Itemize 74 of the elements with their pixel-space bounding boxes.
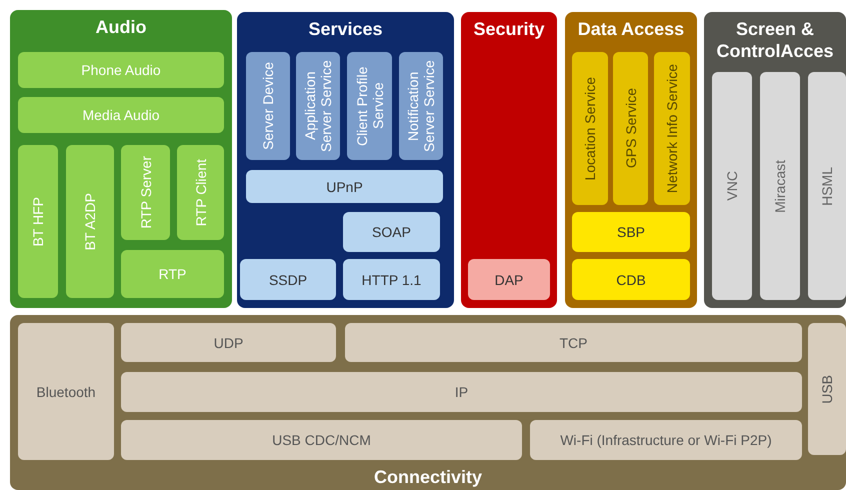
layer-panel: [10, 10, 232, 308]
protocol-block: [66, 145, 114, 298]
protocol-block: [760, 72, 800, 300]
protocol-block: [399, 52, 443, 160]
layer-panel: [461, 12, 557, 308]
block-label: Miracast: [772, 160, 788, 212]
protocol-block: [613, 52, 648, 205]
protocol-block: [343, 212, 440, 252]
protocol-block: [18, 323, 114, 460]
layer-heading: Data Access: [578, 18, 684, 40]
protocol-block: [347, 52, 392, 160]
protocol-block: [240, 259, 336, 300]
block-label: RTP Server: [138, 156, 154, 229]
protocol-block: [246, 170, 443, 203]
protocol-block: [121, 420, 522, 460]
layer-panel: [565, 12, 697, 308]
block-label: BT A2DP: [82, 192, 98, 250]
layer-heading: Security: [473, 18, 545, 40]
protocol-block: [654, 52, 690, 205]
protocol-block: [296, 52, 340, 160]
protocol-block: [121, 323, 336, 362]
layer-heading: Audio: [96, 16, 146, 38]
block-label: Notification Server Service: [405, 59, 437, 154]
block-label: Client Profile Service: [354, 65, 386, 148]
protocol-block: [345, 323, 802, 362]
protocol-block: [572, 52, 608, 205]
block-label: RTP: [158, 266, 186, 282]
block-label: Location Service: [582, 76, 598, 180]
block-label: CDB: [616, 272, 646, 288]
layer-heading: Services: [308, 18, 383, 40]
block-label: UPnP: [326, 178, 363, 194]
protocol-block: [808, 323, 846, 455]
block-label: Network Info Service: [664, 64, 680, 194]
layer-heading: Connectivity: [374, 466, 482, 488]
block-label: SOAP: [372, 224, 411, 240]
layer-panel: [704, 12, 846, 308]
protocol-block: [18, 52, 224, 88]
block-label: USB: [819, 374, 835, 404]
block-label: VNC: [724, 171, 740, 201]
protocol-block: [121, 250, 224, 298]
block-label: GPS Service: [622, 88, 638, 169]
block-label: Bluetooth: [36, 384, 96, 400]
block-label: HTTP 1.1: [362, 272, 422, 288]
block-label: Server Device: [260, 62, 276, 150]
block-label: UDP: [214, 334, 244, 350]
protocol-block: [343, 259, 440, 300]
block-label: SBP: [616, 224, 645, 240]
block-label: HSML: [819, 166, 835, 206]
block-label: Media Audio: [82, 107, 160, 123]
layer-panel: [237, 12, 454, 308]
block-label: Application Server Service: [302, 59, 334, 154]
protocol-block: [468, 259, 550, 300]
protocol-block: [572, 212, 690, 252]
layer-panel: [10, 315, 846, 490]
protocol-block: [246, 52, 290, 160]
protocol-block: [18, 97, 224, 133]
block-label: BT HFP: [30, 196, 46, 246]
protocol-block: [121, 372, 802, 412]
block-label: RTP Client: [192, 158, 208, 226]
block-label: Wi-Fi (Infrastructure or Wi-Fi P2P): [560, 432, 772, 448]
block-label: Phone Audio: [81, 62, 161, 78]
protocol-block: [808, 72, 846, 300]
block-label: IP: [454, 384, 468, 400]
block-label: SSDP: [268, 272, 308, 288]
protocol-block: [18, 145, 58, 298]
block-label: USB CDC/NCM: [272, 432, 371, 448]
protocol-block: [177, 145, 224, 240]
block-label: DAP: [494, 272, 524, 288]
protocol-block: [121, 145, 170, 240]
layer-heading: Screen & ControlAcces: [715, 18, 835, 62]
protocol-block: [712, 72, 752, 300]
protocol-block: [530, 420, 802, 460]
protocol-block: [572, 259, 690, 300]
block-label: TCP: [560, 334, 588, 350]
